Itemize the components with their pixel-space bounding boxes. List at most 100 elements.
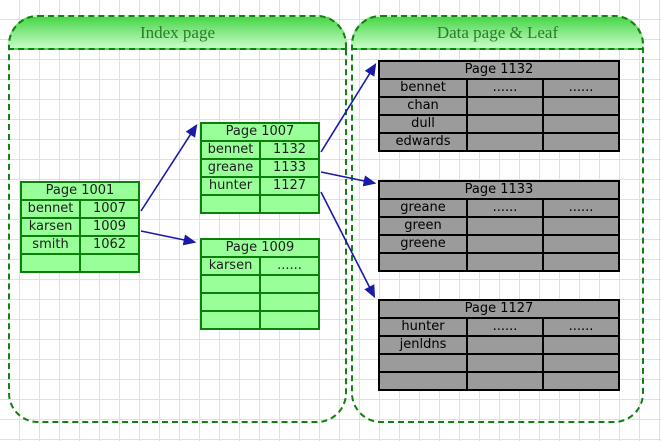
table-row: dull [378,114,620,134]
table-cell [466,216,544,236]
table-row: green [378,216,620,236]
table-cell: ...... [542,317,620,337]
table-cell [466,252,544,272]
table-cell: karsen [20,217,81,237]
table-cell [542,132,620,152]
table-cell [200,292,261,312]
table-cell [542,216,620,236]
table-cell [200,274,261,294]
table-cell: jenldns [378,335,468,355]
table-cell: 1062 [79,235,140,255]
table-row [378,353,620,373]
table-cell: 1009 [79,217,140,237]
table-cell [542,252,620,272]
table-row [20,253,140,273]
table-row: bennet............ [378,78,620,98]
table-cell [378,353,468,373]
table-row [200,292,320,312]
index-page-panel-title: Index page [139,22,216,42]
table-cell [378,371,468,391]
table-cell: green [378,216,468,236]
table-cell [542,234,620,254]
table-title: Page 1009 [200,238,320,258]
table-row [378,371,620,391]
table-row: chan [378,96,620,116]
table-cell [466,114,544,134]
table-row [378,252,620,272]
table-cell [200,310,261,330]
table-row: greane............ [378,198,620,218]
table-cell [200,194,261,214]
table-cell [466,234,544,254]
table-row [200,274,320,294]
table-cell: bennet [378,78,468,98]
table-row: jenldns [378,335,620,355]
table-cell: dull [378,114,468,134]
table-cell [259,310,320,330]
table-cell: ...... [466,317,544,337]
table-cell [259,194,320,214]
table-cell: chan [378,96,468,116]
table-cell: karsen [200,256,261,276]
table-cell [542,371,620,391]
table-cell: ...... [466,78,544,98]
table-title: Page 1007 [200,122,320,142]
table-cell: 1127 [259,176,320,196]
table-row: edwards [378,132,620,152]
table-cell: greene [378,234,468,254]
table-cell: ...... [542,78,620,98]
table-cell: bennet [200,140,261,160]
table-cell: greane [378,198,468,218]
table-cell: ...... [542,198,620,218]
data-page-panel-title: Data page & Leaf [436,22,559,42]
table-cell: hunter [378,317,468,337]
table-title: Page 1132 [378,60,620,80]
table-cell [20,253,81,273]
table-cell [466,335,544,355]
table-cell: smith [20,235,81,255]
table-title: Page 1127 [378,299,620,319]
table-cell [466,96,544,116]
table-title: Page 1001 [20,181,140,201]
table-cell [466,353,544,373]
table-cell [259,292,320,312]
table-cell [466,371,544,391]
index-page-panel-header: Index page [8,15,347,50]
table-title: Page 1133 [378,180,620,200]
table-cell [259,274,320,294]
table-cell: ...... [466,198,544,218]
table-cell: ...... [259,256,320,276]
table-cell [542,96,620,116]
table-row [200,194,320,214]
table-cell: greane [200,158,261,178]
table-cell: 1007 [79,199,140,219]
table-cell: 1132 [259,140,320,160]
table-row [200,310,320,330]
table-cell [378,252,468,272]
data-page-panel-header: Data page & Leaf [351,15,644,50]
table-cell: edwards [378,132,468,152]
table-cell [466,132,544,152]
table-cell: 1133 [259,158,320,178]
table-cell [542,353,620,373]
index-page-panel: Index page [8,15,347,423]
table-cell: bennet [20,199,81,219]
table-cell: hunter [200,176,261,196]
table-cell [542,335,620,355]
table-row: hunter............ [378,317,620,337]
table-row: greene [378,234,620,254]
table-cell [542,114,620,134]
